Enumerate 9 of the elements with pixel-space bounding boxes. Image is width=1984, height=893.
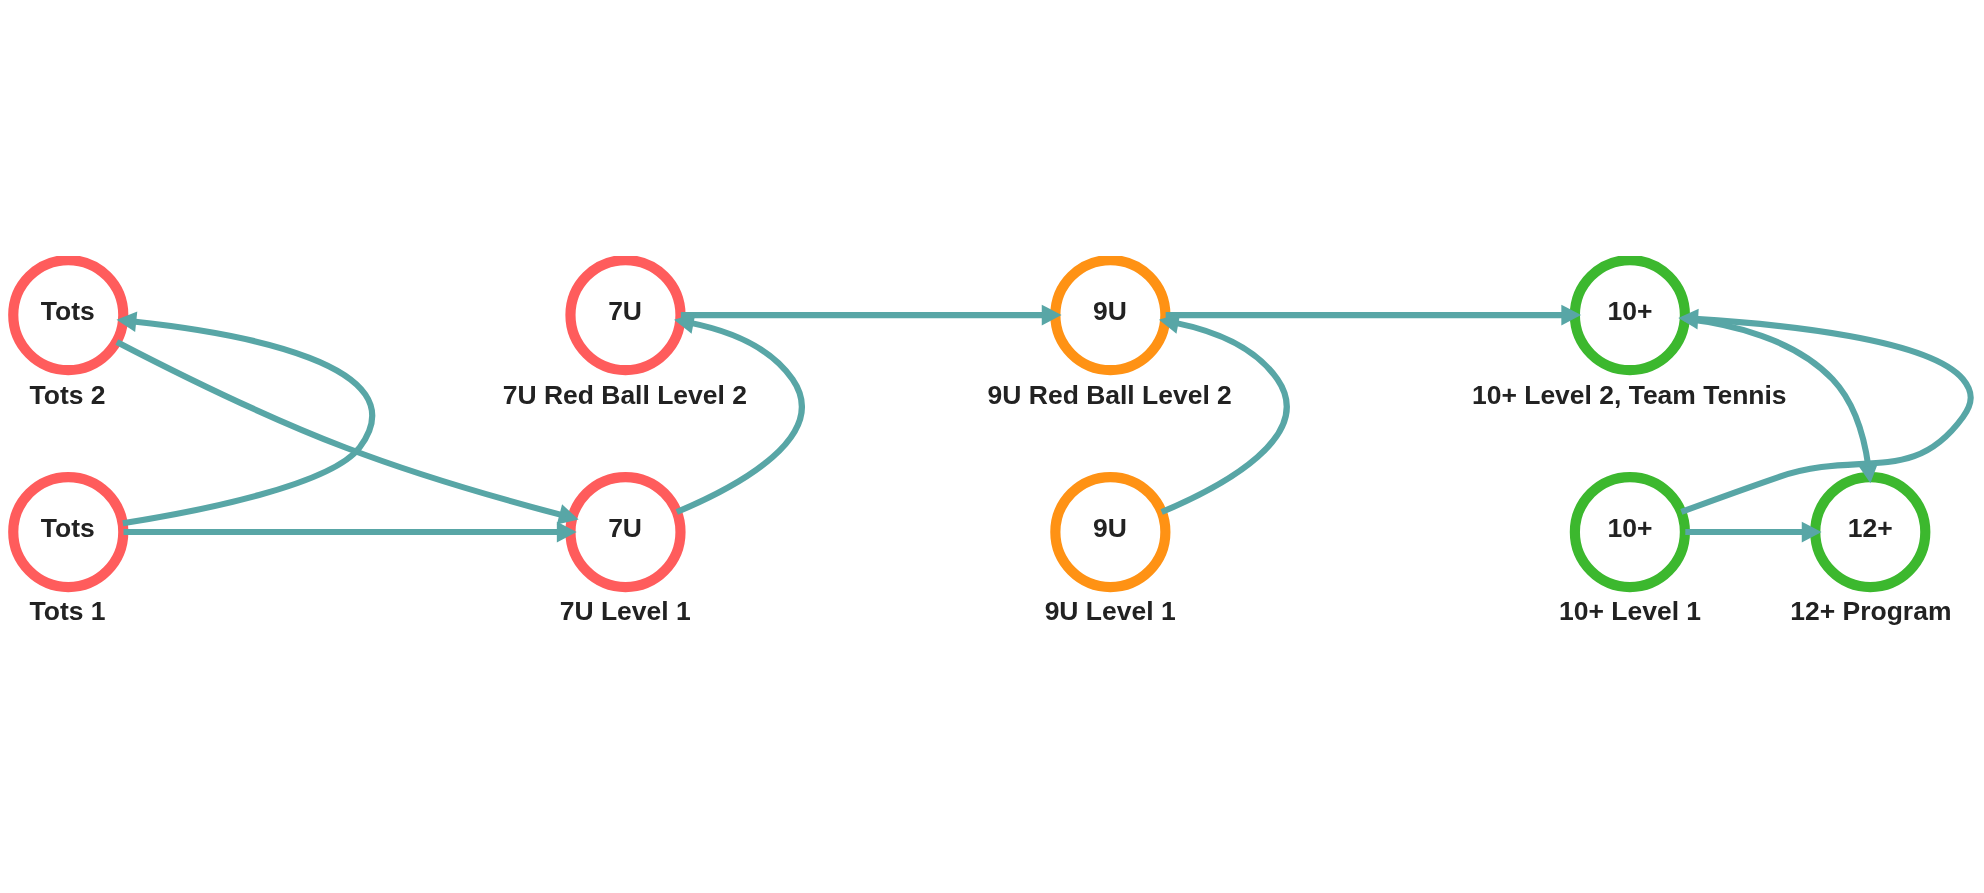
node-label: Tots 2 [29, 379, 106, 409]
node-label: 9U Red Ball Level 2 [987, 379, 1232, 409]
node-label: 10+ Level 1 [1559, 595, 1702, 626]
node-label: 12+ Program [1790, 595, 1952, 626]
node-label: Tots 1 [29, 595, 106, 626]
node-label: 9U Level 1 [1044, 595, 1176, 626]
node-label: 7U Level 1 [559, 595, 691, 626]
node-label: 10+ Level 2, Team Tennis [1471, 379, 1787, 409]
node-label: 7U Red Ball Level 2 [502, 379, 747, 409]
